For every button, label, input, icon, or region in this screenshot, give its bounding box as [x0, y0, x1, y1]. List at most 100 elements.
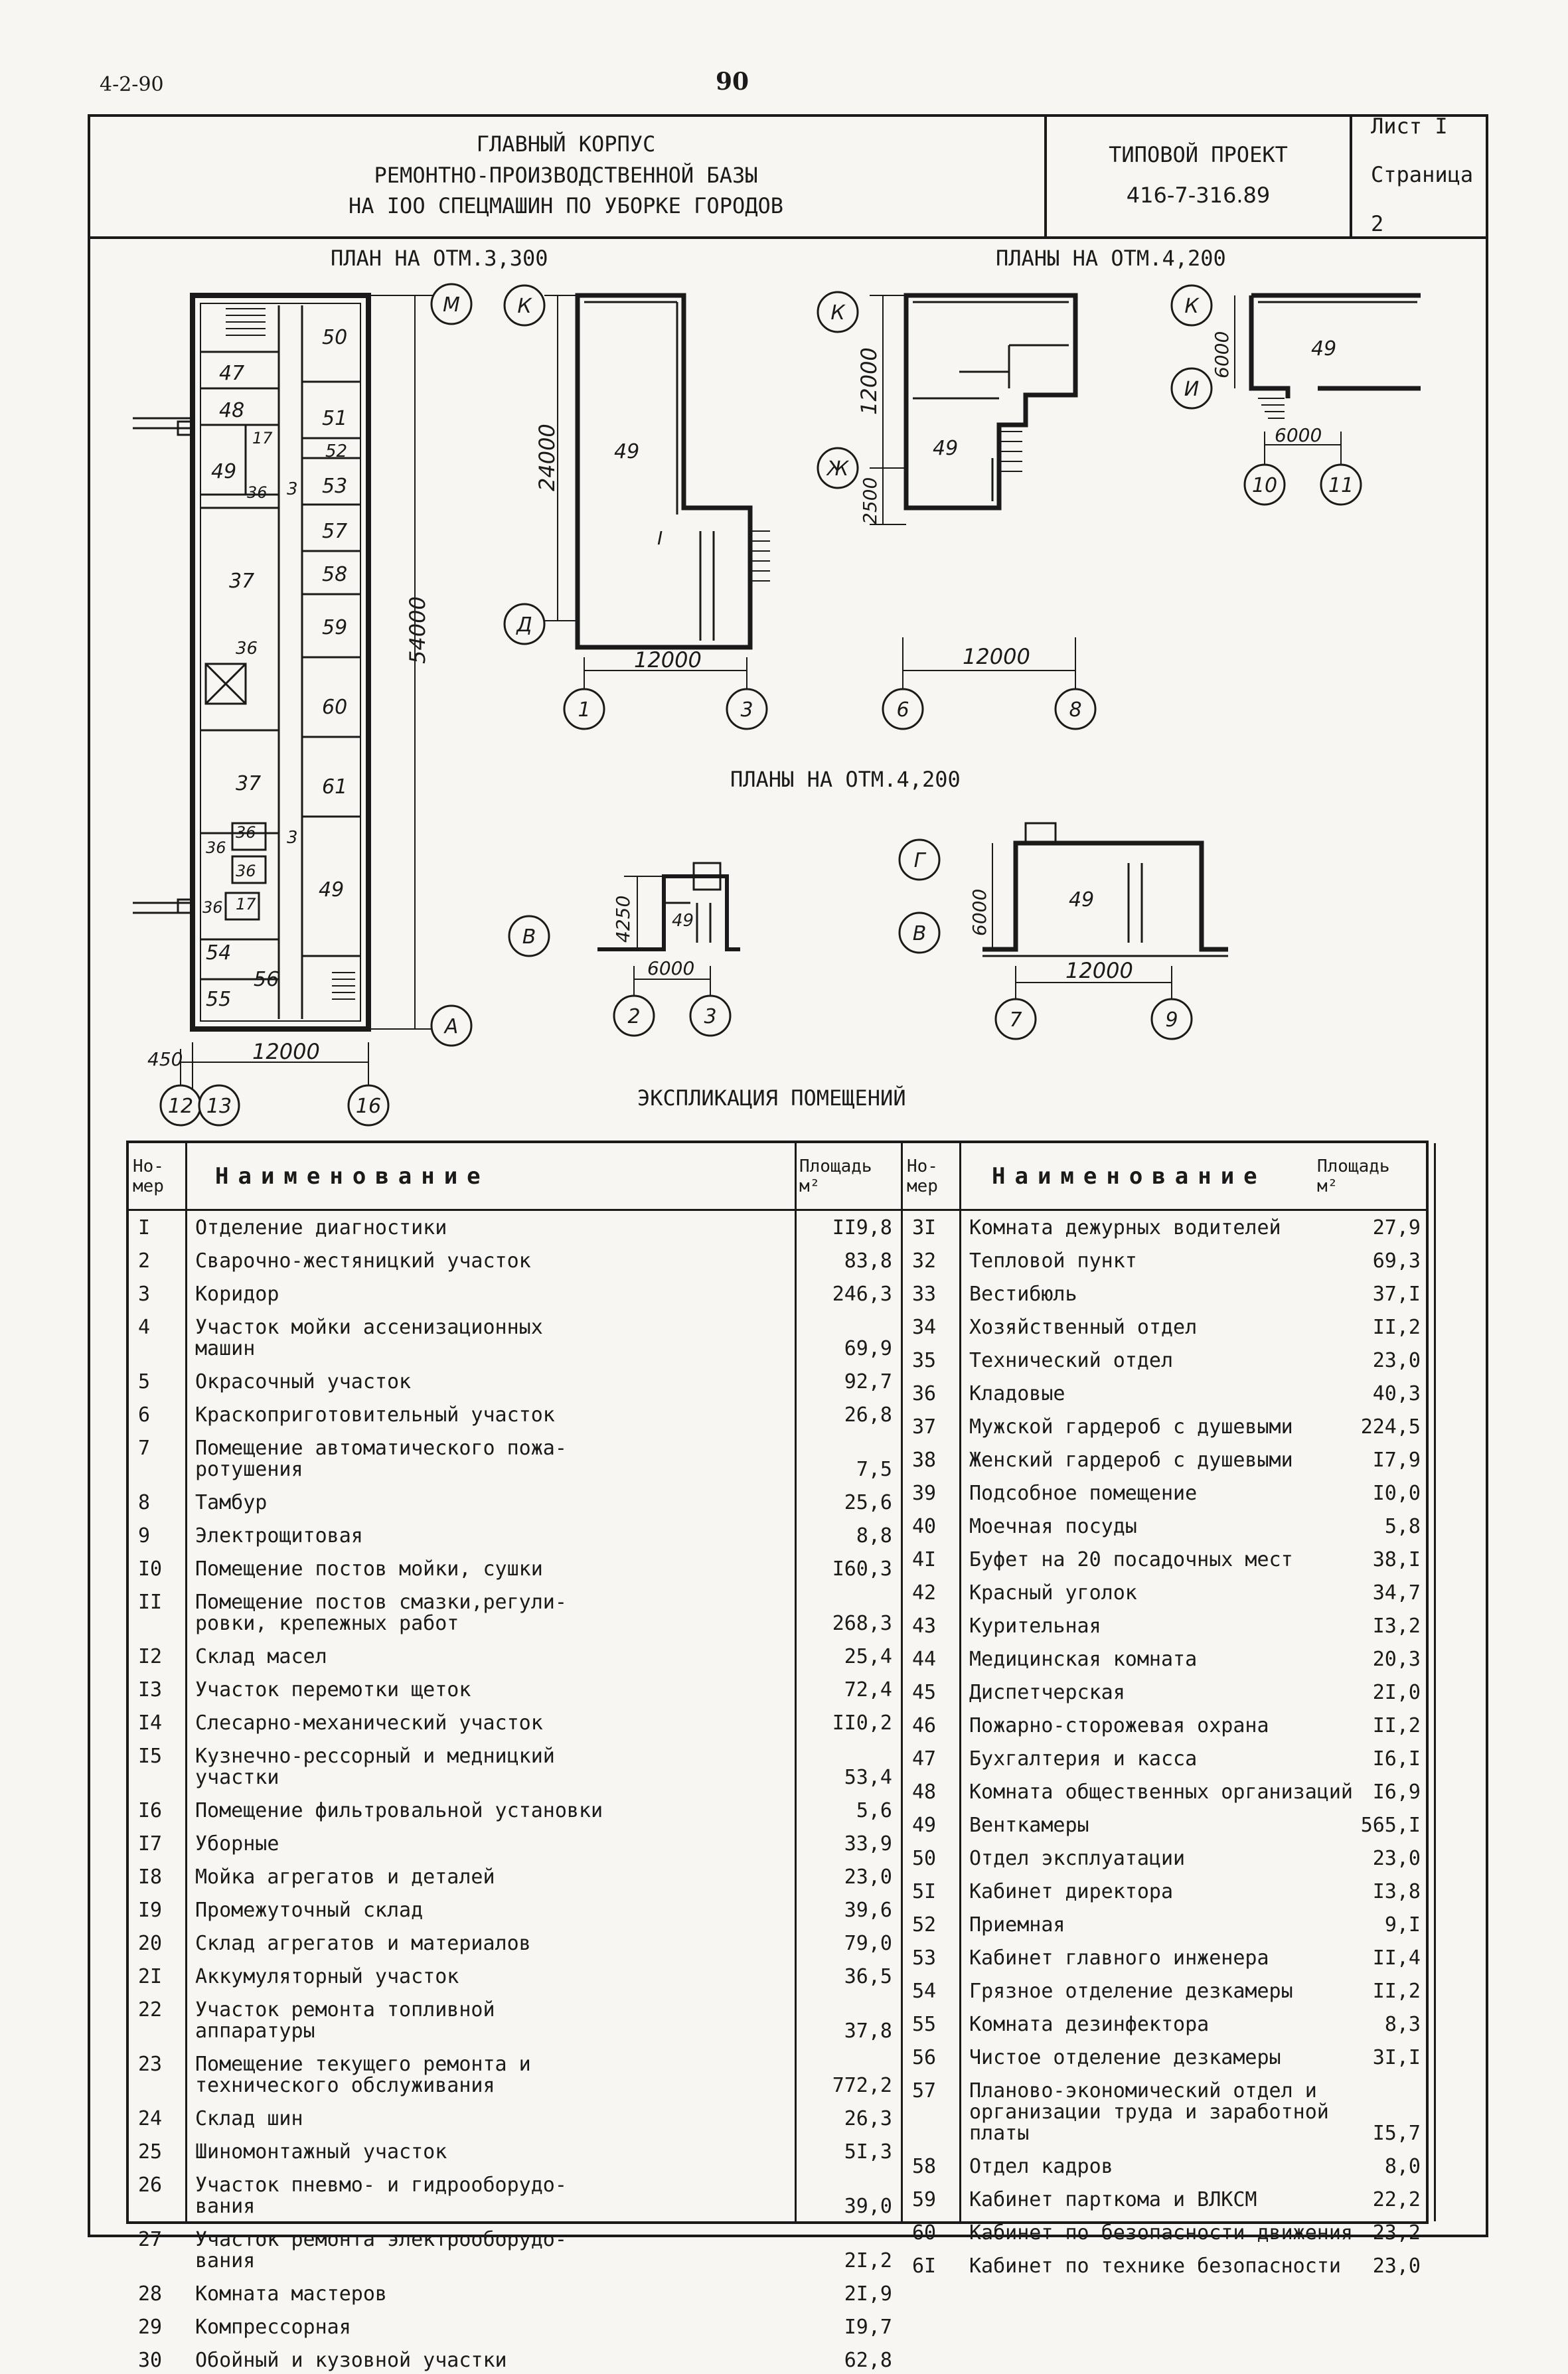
- axis-bubble: [726, 688, 768, 730]
- room-name-cell: Планово-экономический отдел и организаци…: [969, 2079, 1329, 2145]
- col-number-right: [903, 1143, 961, 2221]
- room-area-cell: 224,5: [1360, 1415, 1421, 1439]
- room-number: 49: [1311, 337, 1336, 360]
- room-area-cell: 33,9: [844, 1832, 892, 1856]
- axis-label: А: [443, 1015, 459, 1038]
- room-name-cell: Отделение диагностики: [195, 1216, 447, 1239]
- room-name-cell: Медицинская комната: [969, 1648, 1198, 1671]
- room-name-cell: Кабинет парткома и ВЛКСМ: [969, 2188, 1257, 2211]
- room-number-cell: 23: [138, 2053, 163, 2076]
- room-number-cell: 53: [912, 1946, 937, 1970]
- header-area: Площадь м²: [799, 1156, 872, 1196]
- room-name-cell: Курительная: [969, 1615, 1101, 1638]
- dim-label: 54000: [405, 596, 430, 664]
- room-name-cell: Склад агрегатов и материалов: [195, 1932, 531, 1955]
- room-area-cell: 23,0: [1372, 1847, 1421, 1870]
- room-number: 49: [672, 911, 694, 931]
- room-area-cell: II0,2: [832, 1711, 892, 1735]
- room-name-cell: Коридор: [195, 1283, 279, 1306]
- page-number: 90: [716, 68, 749, 96]
- room-number-cell: 25: [138, 2140, 163, 2164]
- col-name-left: [187, 1143, 797, 2221]
- sheet-cell: Лист I Страница 2: [1352, 114, 1486, 236]
- room-number-cell: 35: [912, 1349, 937, 1372]
- room-area-cell: 20,3: [1372, 1648, 1421, 1671]
- room-number: 36: [236, 823, 256, 842]
- dim-label: 6000: [647, 957, 694, 979]
- axis-bubble: [1170, 367, 1213, 410]
- lower-plans-title: ПЛАНЫ НА ОТМ.4,200: [730, 767, 961, 792]
- col-number-left: [129, 1143, 187, 2221]
- room-number-cell: 34: [912, 1316, 937, 1339]
- room-name-cell: Комната дезинфектора: [969, 2013, 1210, 2036]
- room-number-cell: I6: [138, 1799, 163, 1822]
- room-name-cell: Аккумуляторный участок: [195, 1965, 459, 1988]
- room-number: 49: [319, 878, 344, 902]
- axis-label: 9: [1165, 1008, 1178, 1032]
- room-name-cell: Промежуточный склад: [195, 1899, 424, 1922]
- room-name-cell: Слесарно-механический участок: [195, 1711, 543, 1735]
- room-number-cell: I3: [138, 1678, 163, 1701]
- room-number-cell: 9: [138, 1524, 151, 1547]
- room-area-cell: I3,8: [1372, 1880, 1421, 1903]
- axis-bubble: [347, 1084, 390, 1127]
- room-area-cell: II,2: [1372, 1980, 1421, 2003]
- room-number: 36: [247, 483, 268, 502]
- room-area-cell: I0,0: [1372, 1482, 1421, 1505]
- room-number: 50: [322, 326, 347, 349]
- room-number: 3: [287, 828, 298, 848]
- room-name-cell: Участок пневмо- и гидрооборудо- вания: [195, 2174, 567, 2218]
- header-name: Наименование: [992, 1163, 1267, 1190]
- room-number-cell: 42: [912, 1581, 937, 1605]
- room-name-cell: Отдел эксплуатации: [969, 1847, 1186, 1870]
- room-area-cell: I9,7: [844, 2316, 892, 2339]
- room-number-cell: 5: [138, 1370, 151, 1393]
- page-label: Страница 2: [1371, 162, 1474, 236]
- room-name-cell: Участок перемотки щеток: [195, 1678, 471, 1701]
- axis-label: 3: [740, 698, 753, 722]
- room-number-cell: 36: [912, 1382, 937, 1405]
- dim-label: 450: [147, 1048, 183, 1070]
- room-number-cell: 2: [138, 1249, 151, 1273]
- header-number: Но- мер: [907, 1156, 938, 1196]
- room-name-cell: Пожарно-сторожевая охрана: [969, 1714, 1269, 1737]
- room-number: 60: [322, 696, 347, 719]
- room-area-cell: 8,8: [856, 1524, 892, 1547]
- axis-bubble: [882, 688, 924, 730]
- room-number-cell: 55: [912, 2013, 937, 2036]
- room-number-cell: I: [138, 1216, 151, 1239]
- drawing-frame: [88, 114, 1488, 2237]
- plan-e-outline: [982, 840, 1228, 952]
- room-number-cell: 22: [138, 1998, 163, 2021]
- room-name-cell: Кабинет директора: [969, 1880, 1174, 1903]
- room-area-cell: 69,9: [844, 1337, 892, 1360]
- dim-label: 6000: [1275, 424, 1322, 446]
- axis-bubble: [1150, 998, 1193, 1040]
- room-number-cell: I5: [138, 1745, 163, 1768]
